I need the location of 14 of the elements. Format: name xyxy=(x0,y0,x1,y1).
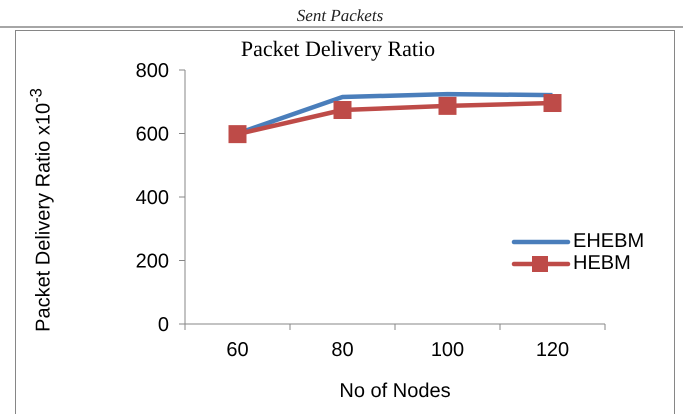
tick-label: 60 xyxy=(226,339,249,361)
legend-label: HEBM xyxy=(573,253,631,273)
formula-text: Sent Packets xyxy=(296,7,384,24)
tick-label: 800 xyxy=(136,60,169,82)
tick-label: 400 xyxy=(136,187,169,209)
tick-label: 80 xyxy=(331,339,354,361)
legend-label: EHEBM xyxy=(573,231,644,251)
tick-label: 200 xyxy=(136,250,169,272)
tick-label: 600 xyxy=(136,124,169,146)
tick-label: 0 xyxy=(158,314,169,336)
x-axis-title: No of Nodes xyxy=(339,381,451,401)
tick-label: 100 xyxy=(430,339,464,361)
chart-title: Packet Delivery Ratio xyxy=(240,38,436,60)
tick-label: 120 xyxy=(536,339,570,361)
